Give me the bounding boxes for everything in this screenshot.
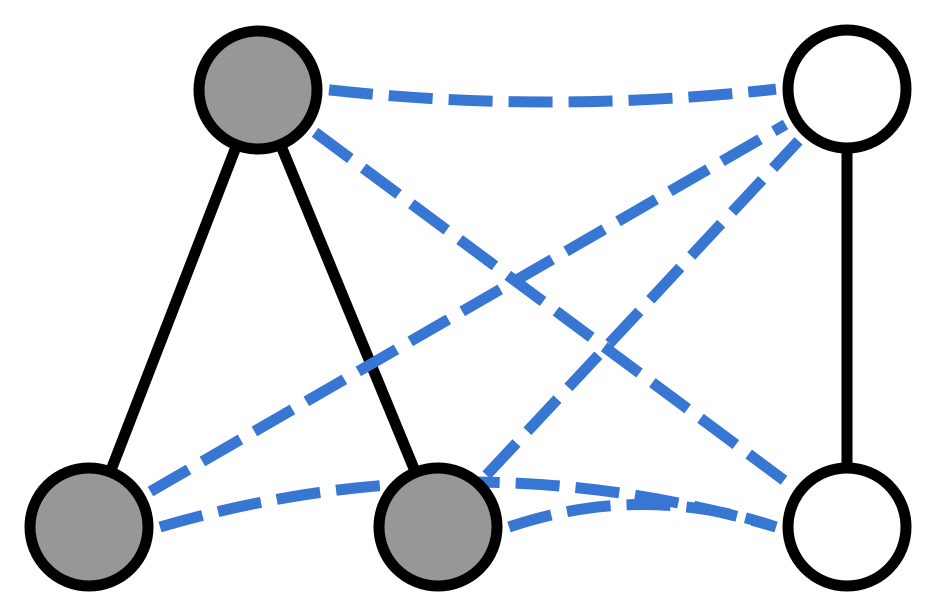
edge-solid-n1-n2 [83, 88, 264, 529]
node-n3-gray [373, 462, 503, 592]
edge-dashed-n3-n4 [482, 137, 803, 479]
node-n1-gray [193, 25, 323, 155]
edge-dashed-n3-n5 [507, 499, 778, 533]
edge-dashed-n2-n4 [147, 119, 789, 497]
edge-dashed-n1-n5 [311, 127, 794, 490]
edge-dashed-n1-n4 [328, 83, 777, 108]
node-n5-white [782, 462, 912, 592]
node-n2-gray [24, 462, 154, 592]
edge-solid-n1-n3 [252, 87, 444, 530]
nodes-layer [24, 24, 912, 592]
node-n4-white [782, 24, 912, 154]
edges-layer [83, 83, 853, 533]
